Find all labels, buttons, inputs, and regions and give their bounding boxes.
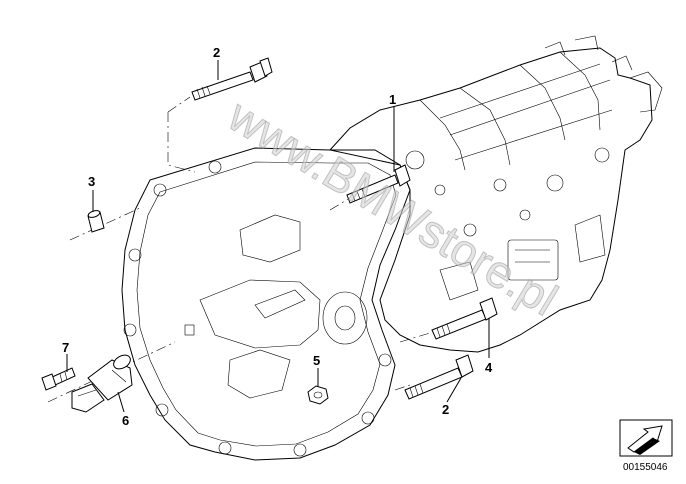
long-bolt-4	[431, 297, 498, 340]
callout-2-upper: 2	[213, 45, 220, 60]
watermark-text: www.BMWstore.pl	[219, 88, 567, 325]
callout-labels: 2 1 3 7 6 5 4 2	[62, 45, 493, 428]
callout-1: 1	[389, 92, 396, 107]
callout-4: 4	[485, 360, 493, 375]
long-bolt-lower	[404, 354, 474, 400]
document-number: 00155046	[623, 462, 668, 473]
callout-3: 3	[88, 174, 95, 189]
speed-sensor	[71, 354, 133, 413]
long-bolt-1	[346, 164, 411, 204]
callout-7: 7	[62, 340, 69, 355]
callout-6: 6	[122, 413, 129, 428]
hex-nut	[307, 385, 329, 405]
callout-5: 5	[313, 353, 320, 368]
reference-box: 00155046	[619, 419, 673, 473]
leader-lines	[66, 60, 490, 413]
arrow-shadow-icon	[634, 438, 660, 455]
long-bolt-upper	[191, 57, 273, 101]
dowel-sleeve	[87, 210, 105, 233]
callout-2-lower: 2	[442, 402, 449, 417]
small-screw	[41, 367, 76, 391]
assembly-lines	[47, 96, 431, 403]
